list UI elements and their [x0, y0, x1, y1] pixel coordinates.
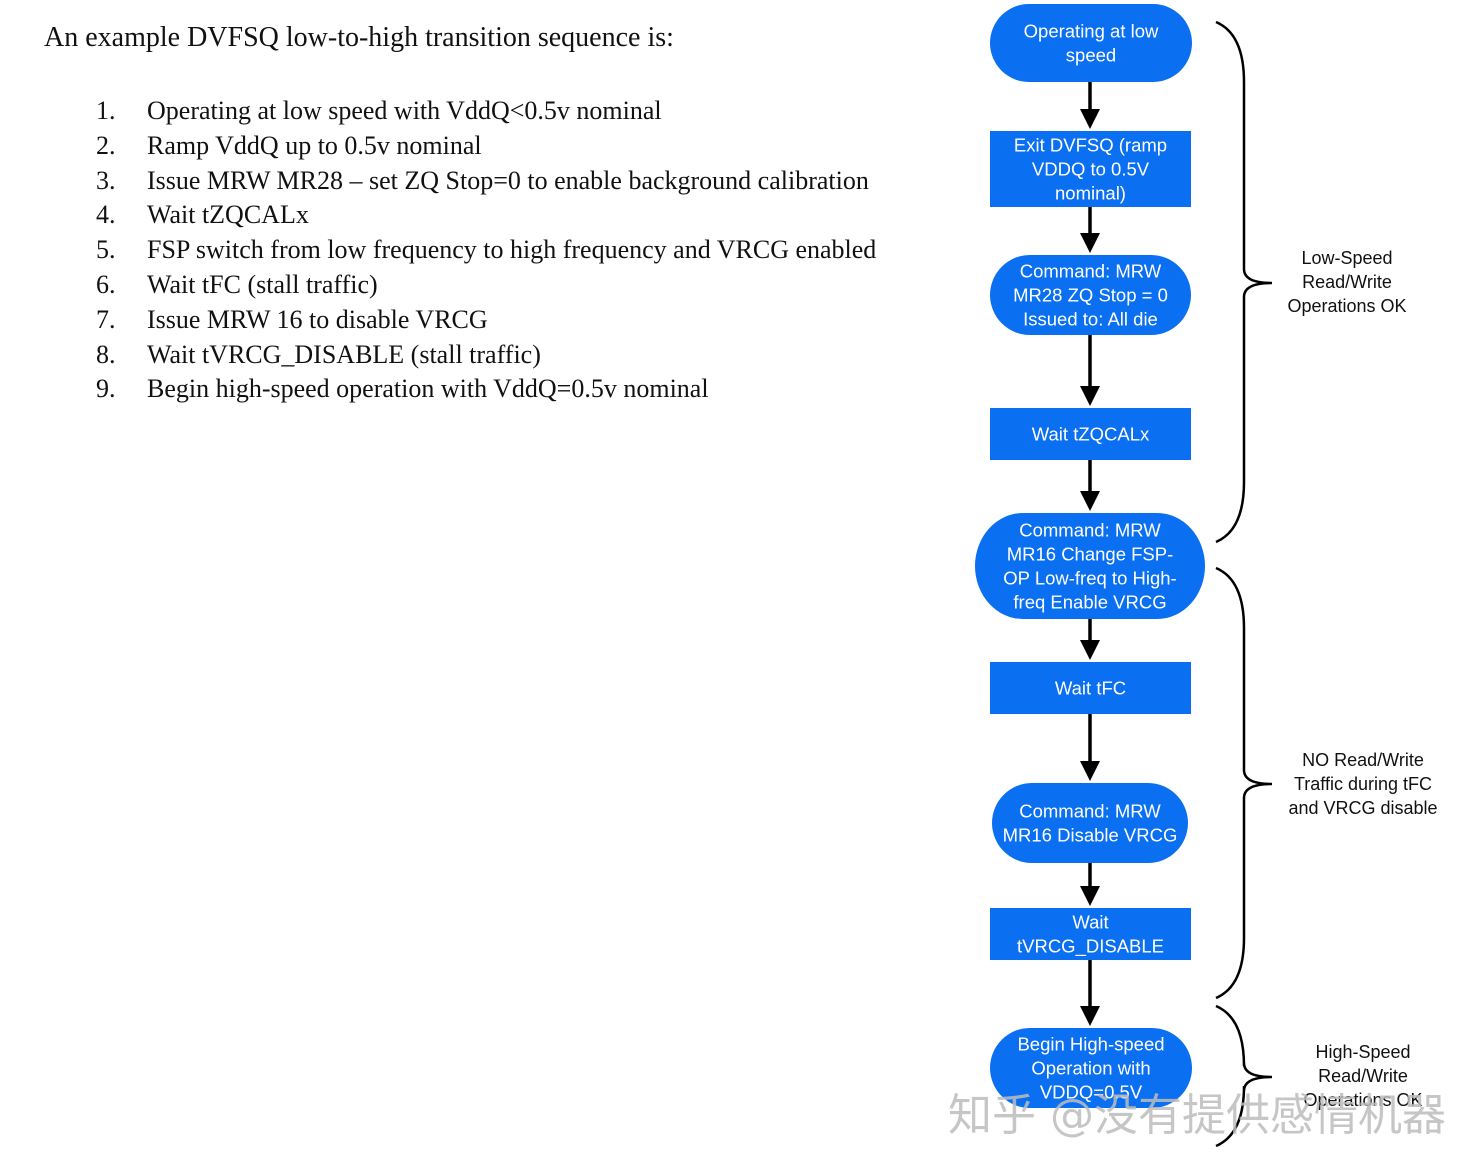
flow-arrows [1080, 82, 1100, 1026]
node-label-line: tVRCG_DISABLE [1017, 936, 1164, 958]
node-label-line: Wait tFC [1055, 678, 1126, 699]
node-label-line: MR28 ZQ Stop = 0 [1013, 285, 1168, 306]
arrow-head [1080, 233, 1100, 253]
node-label-line: nominal) [1055, 183, 1126, 204]
flow-node: Operating at low speed [990, 4, 1192, 82]
node-label-line: MR16 Disable VRCG [1003, 825, 1178, 846]
step-text: Operating at low speed with VddQ<0.5v no… [147, 96, 662, 125]
brace-label-line: and VRCG disable [1288, 798, 1437, 818]
node-label-line: VDDQ to 0.5V [1032, 159, 1150, 180]
curly-brace [1215, 1004, 1273, 1148]
terminal-shape [992, 783, 1188, 863]
node-label-line: freq Enable VRCG [1013, 592, 1166, 613]
brace-label-line: NO Read/Write [1302, 750, 1424, 770]
step-number: 5. [96, 235, 116, 265]
flow-node: Wait tFC [990, 662, 1191, 714]
terminal-shape [975, 513, 1205, 619]
brace-label-line: Traffic during tFC [1294, 774, 1432, 794]
node-label-line: Wait [1072, 912, 1108, 933]
node-label-line: OP Low-freq to High- [1003, 568, 1176, 589]
flow-node: Wait tVRCG_DISABLE [990, 908, 1191, 960]
process-shape [990, 662, 1191, 714]
step-text: Issue MRW 16 to disable VRCG [147, 304, 488, 334]
step-number: 6. [96, 269, 116, 299]
terminal-shape [990, 4, 1192, 82]
step-number: 1. [96, 96, 116, 125]
terminal-shape [990, 255, 1191, 335]
node-label-line: Operation with [1031, 1058, 1150, 1079]
node-label-line: Begin High-speed [1017, 1034, 1164, 1055]
brace-label-line: Operations OK [1303, 1090, 1422, 1110]
arrow-head [1080, 640, 1100, 660]
step-number: 8. [96, 339, 116, 369]
step-number: 7. [96, 304, 116, 334]
brace-label-line: High-Speed [1315, 1042, 1410, 1062]
arrow-head [1080, 761, 1100, 781]
watermark-text: 知乎 @没有提供感情机器 [948, 1090, 1446, 1141]
flow-node: Wait tZQCALx [990, 408, 1191, 460]
brace-label-line: Read/Write [1302, 272, 1392, 292]
intro-text: An example DVFSQ low-to-high transition … [44, 22, 674, 53]
terminal-shape [990, 1028, 1192, 1108]
step-text: Wait tZQCALx [147, 200, 309, 230]
process-shape [990, 408, 1191, 460]
arrow-head [1080, 109, 1100, 129]
arrow-head [1080, 886, 1100, 906]
node-label-line: Wait tZQCALx [1032, 424, 1150, 445]
brace-label-line: Operations OK [1287, 296, 1406, 316]
flow-node: Command: MRW MR28 ZQ Stop = 0 Issued to: A… [990, 255, 1191, 335]
node-label-line: Command: MRW [1020, 261, 1162, 282]
step-number: 9. [96, 374, 116, 404]
node-label-line: Operating at low [1024, 21, 1159, 42]
step-text: Begin high-speed operation with VddQ=0.5… [147, 374, 709, 404]
node-label-line: speed [1066, 45, 1116, 66]
node-label-line: Exit DVFSQ (ramp [1014, 135, 1167, 156]
node-label-line: MR16 Change FSP- [1007, 544, 1174, 565]
process-shape [990, 131, 1191, 207]
curly-brace [1215, 566, 1273, 1000]
node-label-line: Issued to: All die [1023, 309, 1158, 330]
process-shape [990, 908, 1191, 960]
brace-label-line: Low-Speed [1301, 248, 1392, 268]
step-text: FSP switch from low frequency to high fr… [147, 235, 877, 265]
step-number: 2. [96, 130, 116, 160]
curly-brace [1215, 20, 1273, 544]
arrow-head [1080, 491, 1100, 511]
step-text: Issue MRW MR28 – set ZQ Stop=0 to enable… [147, 165, 869, 195]
step-text: Wait tFC (stall traffic) [147, 269, 378, 299]
step-number: 3. [96, 165, 116, 195]
flow-node: Command: MRW MR16 Disable VRCG [992, 783, 1188, 863]
step-number: 4. [96, 200, 116, 230]
arrow-head [1080, 1006, 1100, 1026]
brace-label-line: Read/Write [1318, 1066, 1408, 1086]
step-text: Wait tVRCG_DISABLE (stall traffic) [147, 339, 541, 369]
flow-node: Command: MRW MR16 Change FSP- OP Low-freq … [975, 513, 1205, 619]
node-label-line: VDDQ=0.5V [1040, 1082, 1143, 1103]
step-text: Ramp VddQ up to 0.5v nominal [147, 130, 482, 160]
arrow-head [1080, 386, 1100, 406]
node-label-line: Command: MRW [1019, 801, 1161, 822]
node-label-line: Command: MRW [1019, 520, 1161, 541]
